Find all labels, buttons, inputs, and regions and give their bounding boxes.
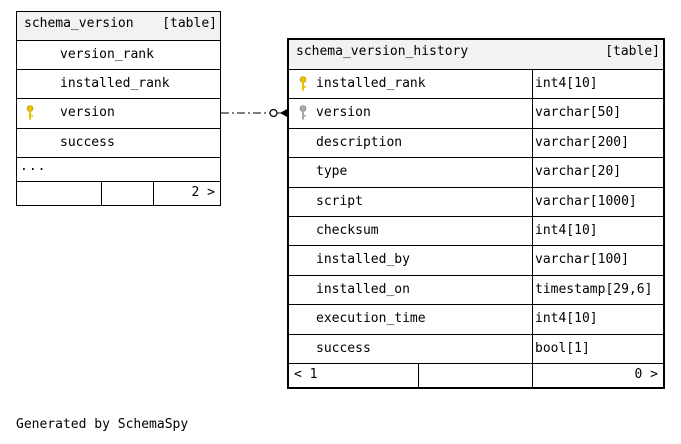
column-row: checksum int4[10] <box>289 217 663 246</box>
column-type: varchar[200] <box>535 135 629 150</box>
more-columns-row: ... <box>17 158 220 182</box>
column-row: installed_on timestamp[29,6] <box>289 276 663 305</box>
column-name: script <box>316 194 363 209</box>
column-row: type varchar[20] <box>289 158 663 188</box>
column-name: success <box>316 341 371 356</box>
footer-divider <box>153 182 154 205</box>
table-name: schema_version_history <box>296 44 469 59</box>
column-type: int4[10] <box>535 76 598 91</box>
schema-version-history-table[interactable]: schema_version_history [table] installed… <box>287 38 665 389</box>
column-name: type <box>316 164 348 179</box>
foreign-key-icon <box>299 105 307 120</box>
schema-version-table[interactable]: schema_version [table] version_rank inst… <box>16 11 221 206</box>
generator-credit: Generated by SchemaSpy <box>16 417 189 432</box>
table-footer: < 1 0 > <box>289 364 663 387</box>
table-footer: 2 > <box>17 182 220 205</box>
column-row: execution_time int4[10] <box>289 305 663 335</box>
column-name: version <box>316 105 371 120</box>
column-row: version_rank <box>17 41 220 70</box>
column-type: varchar[1000] <box>535 194 637 209</box>
table-header: schema_version [table] <box>17 12 220 41</box>
footer-divider <box>418 364 419 387</box>
footer-divider <box>101 182 102 205</box>
table-name: schema_version <box>24 16 134 31</box>
children-count[interactable]: 0 > <box>634 367 658 382</box>
primary-key-icon <box>26 105 34 120</box>
column-name: execution_time <box>316 311 426 326</box>
column-type: varchar[100] <box>535 252 629 267</box>
column-row: description varchar[200] <box>289 129 663 158</box>
column-row: success bool[1] <box>289 335 663 364</box>
primary-key-icon <box>299 76 307 91</box>
column-type: int4[10] <box>535 311 598 326</box>
column-row: installed_rank <box>17 70 220 99</box>
column-name: installed_rank <box>316 76 426 91</box>
column-name: installed_by <box>316 252 410 267</box>
column-row: script varchar[1000] <box>289 188 663 217</box>
children-count[interactable]: 2 > <box>191 185 215 200</box>
column-name: version <box>60 105 115 120</box>
table-kind: [table] <box>605 44 660 59</box>
footer-divider <box>532 364 533 387</box>
column-name: version_rank <box>60 47 154 62</box>
column-row: version <box>17 99 220 129</box>
table-kind: [table] <box>162 16 217 31</box>
column-type: bool[1] <box>535 341 590 356</box>
column-row: success <box>17 129 220 158</box>
column-name: installed_on <box>316 282 410 297</box>
column-type: varchar[20] <box>535 164 622 179</box>
column-type: timestamp[29,6] <box>535 282 653 297</box>
column-name: success <box>60 135 115 150</box>
column-name: installed_rank <box>60 76 170 91</box>
column-row: installed_by varchar[100] <box>289 246 663 276</box>
column-row: installed_rank int4[10] <box>289 70 663 99</box>
parents-count[interactable]: < 1 <box>294 367 318 382</box>
column-name: description <box>316 135 403 150</box>
column-type: int4[10] <box>535 223 598 238</box>
more-columns-ellipsis: ... <box>20 159 47 174</box>
table-header: schema_version_history [table] <box>289 40 663 70</box>
column-row: version varchar[50] <box>289 99 663 129</box>
column-type: varchar[50] <box>535 105 622 120</box>
column-name: checksum <box>316 223 379 238</box>
